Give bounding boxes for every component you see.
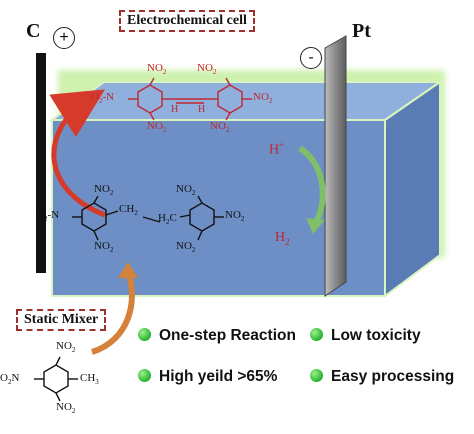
product-no2-right: NO2	[253, 91, 273, 106]
cathode-label: C	[26, 20, 41, 42]
bullet-icon	[138, 369, 151, 382]
product-no2-top-left: NO2	[147, 62, 167, 77]
oxidation-arrow	[49, 89, 106, 218]
reactant-bond	[105, 210, 119, 216]
mixer-arrow	[90, 270, 135, 355]
reactant-bond-2	[179, 214, 191, 218]
reactant-bond-no2-b	[93, 230, 99, 241]
reactant-no2-left: O2-N	[36, 209, 60, 224]
tnt-molecule	[34, 356, 78, 402]
product-alkene-h-left: H	[171, 104, 179, 115]
reactant-no2-bottom-right: NO2	[176, 240, 196, 255]
hydrogen-label: H2	[275, 230, 290, 247]
reactant-no2-top-right: NO2	[176, 183, 196, 198]
reactant-no2-top-left: NO2	[94, 183, 114, 198]
product-bond-no2-d	[225, 112, 231, 121]
product-molecule	[128, 77, 252, 121]
reactant-bond-no2-a	[93, 195, 99, 204]
static-mixer-label: Static Mixer	[16, 309, 107, 331]
feature-low-toxicity: Low toxicity	[310, 327, 421, 345]
plus-sign-icon: +	[53, 27, 75, 49]
hydrogen-arrow-head	[306, 218, 325, 234]
product-no2-left: O2-N	[91, 91, 115, 106]
product-bond-no2-a	[149, 77, 155, 86]
tnt-no2-left: O2N	[0, 372, 20, 387]
minus-sign-icon: -	[300, 47, 322, 69]
platinum-electrode	[324, 35, 347, 297]
bullet-icon	[138, 328, 151, 341]
feature-easy-processing: Easy processing	[310, 368, 454, 386]
product-no2-bottom-right: NO2	[210, 120, 230, 135]
hydrogen-arrow	[298, 145, 326, 224]
reactant-bond-no2-c	[197, 195, 203, 204]
product-bond-no2-b	[149, 112, 155, 121]
tnt-no2-top: NO2	[56, 340, 76, 355]
carbon-electrode	[36, 53, 46, 273]
tnt-ch3-label: CH3	[80, 372, 99, 387]
bullet-icon	[310, 328, 323, 341]
reactant-no2-right: NO2	[225, 209, 245, 224]
reactant-ch2-label: CH2	[119, 203, 138, 218]
reactant-no2-bottom-left: NO2	[94, 240, 114, 255]
reactant-ch2-bond	[142, 216, 161, 223]
feature-high-yield: High yeild >65%	[138, 368, 277, 386]
reactant-h2c-label: H2C	[158, 212, 177, 227]
reactant-bond-no2-d	[197, 230, 203, 241]
feature-one-step: One-step Reaction	[138, 327, 296, 345]
tnt-bond-no2-bottom	[55, 392, 61, 402]
tnt-bond-no2-top	[55, 356, 61, 366]
product-bond-no2-c	[225, 77, 231, 86]
proton-label: H+	[269, 140, 285, 158]
tnt-no2-bottom: NO2	[56, 401, 76, 416]
product-no2-top-right: NO2	[197, 62, 217, 77]
reactant-molecule	[72, 195, 224, 241]
product-no2-bottom-left: NO2	[147, 120, 167, 135]
solution-box	[48, 70, 445, 298]
electrochemical-cell-label: Electrochemical cell	[119, 10, 255, 32]
anode-label: Pt	[352, 20, 371, 42]
product-alkene-h-right: H	[198, 104, 206, 115]
mixer-arrow-head	[118, 262, 138, 278]
bullet-icon	[310, 369, 323, 382]
tnt-ring	[43, 364, 69, 394]
solution-side-face	[384, 80, 441, 298]
